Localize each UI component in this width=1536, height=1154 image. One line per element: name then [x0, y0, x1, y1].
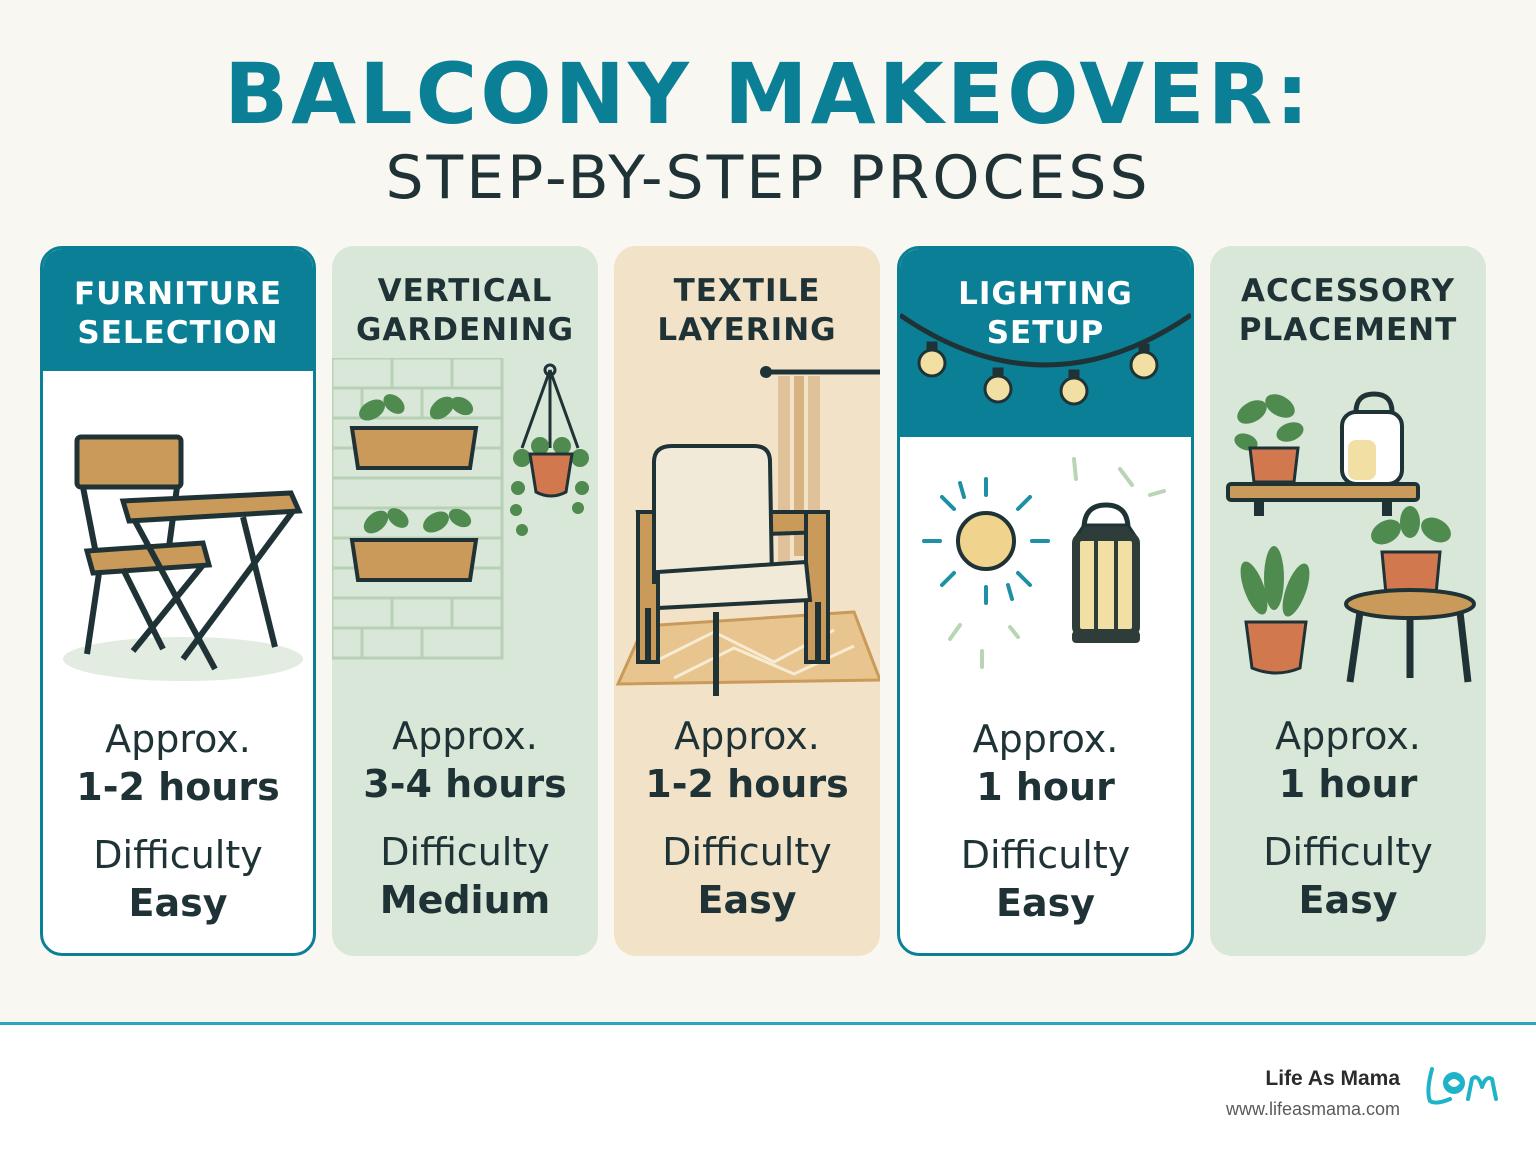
difficulty-value: Easy — [1298, 878, 1398, 922]
step-card-textile-layering: TEXTILE LAYERING Approx. 1-2 hours Diffi… — [614, 246, 880, 956]
difficulty-value: Easy — [996, 881, 1095, 925]
step-info: Approx. 1-2 hours Difficulty Easy — [43, 715, 313, 927]
step-info: Approx. 1 hour Difficulty Easy — [900, 715, 1191, 927]
lam-logo-icon — [1426, 1067, 1498, 1105]
string-lights-icon — [900, 312, 1191, 406]
difficulty-value: Easy — [128, 881, 228, 925]
step-title-line2: SELECTION — [77, 315, 279, 351]
sun-lantern-icon — [922, 457, 1166, 669]
armchair-rug-icon — [615, 366, 880, 696]
page-subtitle: STEP-BY-STEP PROCESS — [385, 143, 1151, 213]
step-title-line1: TEXTILE — [673, 273, 821, 309]
step-title-line2: PLACEMENT — [1238, 312, 1458, 348]
wall-planters-icon — [332, 358, 589, 660]
step-card-furniture-selection: FURNITURE SELECTION Approx. 1-2 hours Di… — [40, 246, 316, 956]
brand-name: Life As Mama — [1265, 1067, 1400, 1090]
step-title-line1: VERTICAL — [377, 273, 553, 309]
step-title: ACCESSORY PLACEMENT — [1210, 272, 1486, 350]
difficulty-label: Difficulty — [1263, 830, 1433, 874]
step-title: TEXTILE LAYERING — [614, 272, 880, 350]
step-title: LIGHTING SETUP — [900, 275, 1191, 353]
step-info: Approx. 3-4 hours Difficulty Medium — [332, 712, 598, 924]
duration-label: Approx. — [972, 717, 1119, 761]
duration-label: Approx. — [674, 714, 820, 758]
footer-divider — [0, 1022, 1536, 1025]
step-card-accessory-placement: ACCESSORY PLACEMENT — [1210, 246, 1486, 956]
duration-value: 1-2 hours — [76, 765, 280, 809]
plants-shelf-icon — [1226, 391, 1476, 683]
duration-value: 1 hour — [1278, 762, 1418, 806]
difficulty-label: Difficulty — [662, 830, 832, 874]
page-title: BALCONY MAKEOVER: — [224, 45, 1312, 143]
step-title: VERTICAL GARDENING — [332, 272, 598, 350]
brand-url[interactable]: www.lifeasmama.com — [1225, 1099, 1400, 1119]
step-title-line2: GARDENING — [355, 312, 575, 348]
duration-label: Approx. — [1275, 714, 1421, 758]
step-card-vertical-gardening: VERTICAL GARDENING — [332, 246, 598, 956]
difficulty-label: Difficulty — [960, 833, 1131, 877]
step-title-line2: SETUP — [986, 315, 1105, 351]
step-info: Approx. 1-2 hours Difficulty Easy — [614, 712, 880, 924]
step-title-line1: LIGHTING — [958, 276, 1133, 312]
step-title-line2: LAYERING — [657, 312, 837, 348]
footer: Life As Mama www.lifeasmama.com — [0, 1025, 1536, 1154]
step-card-lighting-setup: LIGHTING SETUP Approx. 1 hour Difficulty… — [897, 246, 1194, 956]
difficulty-label: Difficulty — [380, 830, 550, 874]
duration-label: Approx. — [105, 717, 251, 761]
duration-value: 3-4 hours — [363, 762, 567, 806]
difficulty-value: Easy — [697, 878, 797, 922]
difficulty-value: Medium — [379, 878, 551, 922]
step-info: Approx. 1 hour Difficulty Easy — [1210, 712, 1486, 924]
bistro-table-chair-icon — [63, 434, 303, 681]
duration-value: 1 hour — [976, 765, 1115, 809]
card-header-band — [43, 249, 313, 371]
step-title-line1: FURNITURE — [73, 276, 283, 312]
difficulty-label: Difficulty — [93, 833, 263, 877]
step-title-line1: ACCESSORY — [1241, 273, 1455, 309]
duration-value: 1-2 hours — [645, 762, 849, 806]
step-title: FURNITURE SELECTION — [43, 275, 313, 353]
duration-label: Approx. — [392, 714, 538, 758]
